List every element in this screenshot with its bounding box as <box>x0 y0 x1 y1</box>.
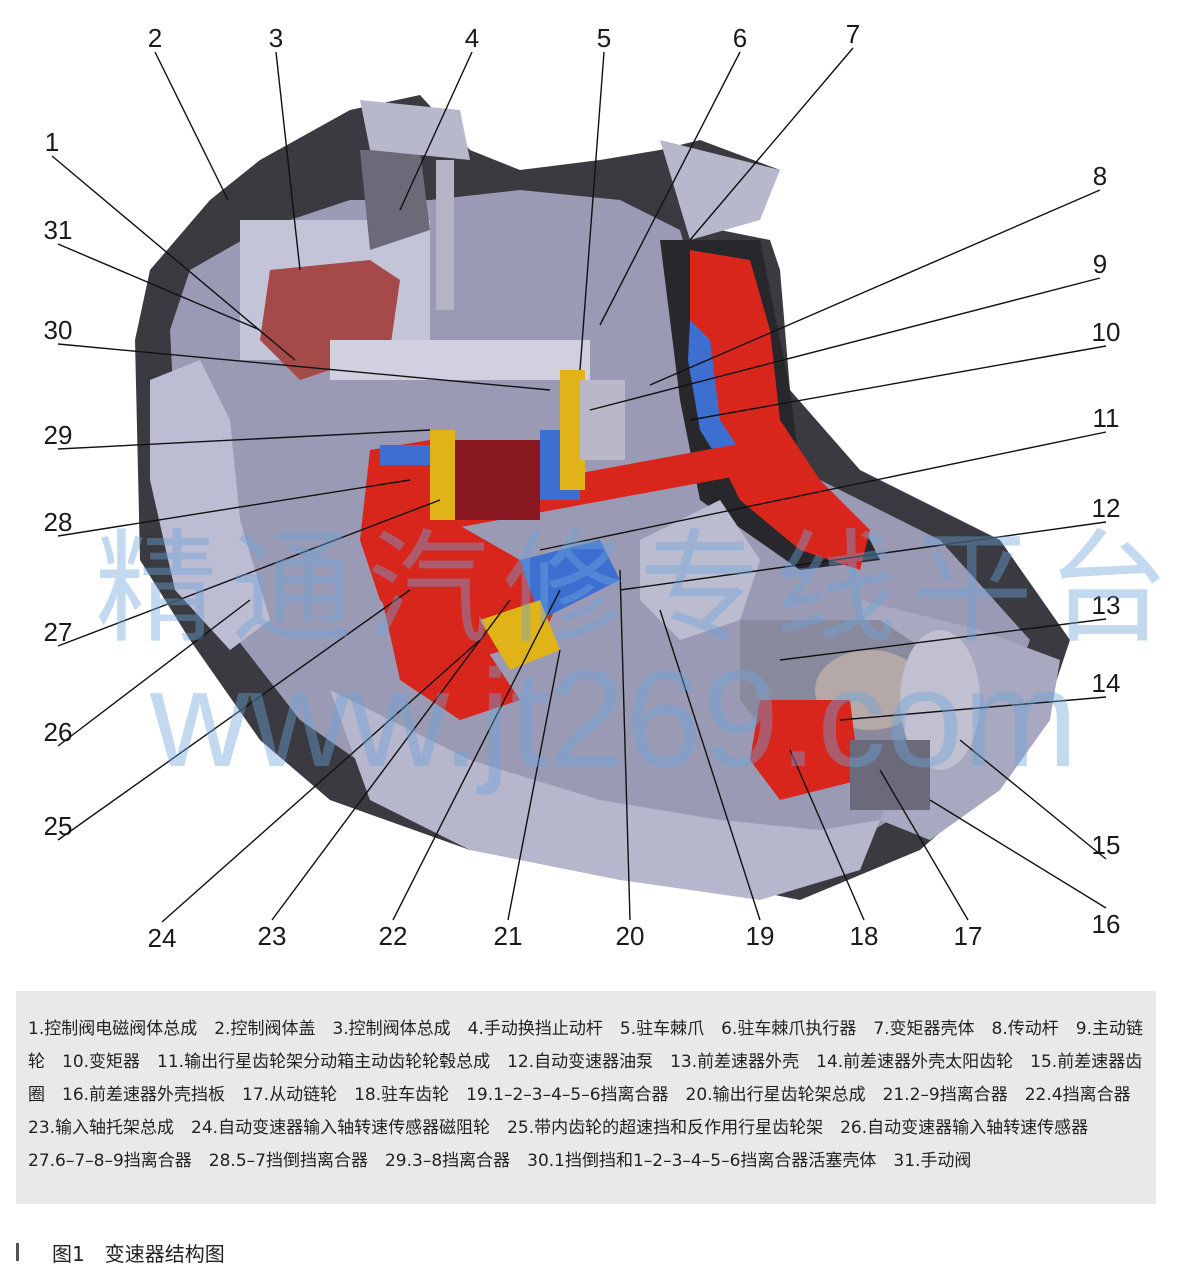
callout-20: 20 <box>615 921 645 951</box>
legend-text: 1.控制阀电磁阀体总成 2.控制阀体盖 3.控制阀体总成 4.手动换挡止动杆 5… <box>28 1019 1148 1171</box>
callout-2: 2 <box>147 23 163 53</box>
leader-line-27 <box>57 499 441 647</box>
callout-13: 13 <box>1091 590 1121 620</box>
leader-line-30 <box>57 343 551 391</box>
ring-gear <box>900 630 980 770</box>
callout-22: 22 <box>378 921 408 951</box>
callout-30: 30 <box>43 315 73 345</box>
leader-line-24 <box>161 639 481 923</box>
reaction-ring <box>380 590 520 720</box>
callout-18: 18 <box>849 921 879 951</box>
leader-line-29 <box>57 429 431 450</box>
callout-5: 5 <box>596 23 612 53</box>
leader-line-4 <box>399 51 473 211</box>
callout-19: 19 <box>745 921 775 951</box>
clutch-yellow-a <box>430 430 455 520</box>
leader-line-5 <box>579 51 605 371</box>
clutch-gray <box>580 380 625 460</box>
callout-11: 11 <box>1092 403 1120 433</box>
callout-17: 17 <box>953 921 983 951</box>
leader-line-10 <box>689 345 1107 421</box>
callout-21: 21 <box>493 921 523 951</box>
legend-panel: 1.控制阀电磁阀体总成 2.控制阀体盖 3.控制阀体总成 4.手动换挡止动杆 5… <box>16 991 1156 1204</box>
callout-23: 23 <box>257 921 287 951</box>
leader-line-31 <box>57 243 261 331</box>
callout-9: 9 <box>1092 249 1108 279</box>
callout-14: 14 <box>1091 668 1121 698</box>
callout-24: 24 <box>147 923 177 953</box>
clutch-dark <box>440 440 540 520</box>
converter-blue-ring <box>688 320 740 470</box>
leader-line-20 <box>619 569 631 921</box>
leader-line-9 <box>589 277 1101 411</box>
leader-line-8 <box>649 189 1101 386</box>
manual-shaft <box>436 160 454 310</box>
callout-25: 25 <box>43 811 73 841</box>
planetary-blue <box>520 540 620 620</box>
leader-line-26 <box>57 599 251 747</box>
leader-line-18 <box>789 749 865 921</box>
callout-28: 28 <box>43 507 73 537</box>
planetary-yellow <box>480 600 560 670</box>
leader-line-3 <box>275 51 301 271</box>
leader-line-15 <box>959 739 1107 860</box>
leader-line-19 <box>659 609 761 921</box>
callout-7: 7 <box>845 19 861 49</box>
leader-line-14 <box>839 696 1107 721</box>
caption-marker <box>16 1243 19 1261</box>
leader-line-23 <box>271 599 511 921</box>
chain-sprocket <box>850 740 930 810</box>
leader-line-6 <box>599 51 741 326</box>
leader-line-13 <box>779 618 1107 661</box>
clutch-blue-a <box>380 445 440 465</box>
callout-8: 8 <box>1092 161 1108 191</box>
leader-line-7 <box>689 47 854 241</box>
callout-1: 1 <box>44 127 60 157</box>
callout-4: 4 <box>464 23 480 53</box>
sun-gear-red <box>750 700 860 800</box>
callout-29: 29 <box>43 420 73 450</box>
bottom-housing <box>330 690 880 900</box>
leader-line-28 <box>57 479 411 537</box>
leader-line-2 <box>154 51 229 201</box>
callout-12: 12 <box>1091 493 1121 523</box>
callout-3: 3 <box>268 23 284 53</box>
callout-26: 26 <box>43 717 73 747</box>
right-bracket <box>660 140 780 240</box>
left-cover <box>150 360 270 650</box>
leader-line-17 <box>879 769 969 921</box>
callout-10: 10 <box>1091 317 1121 347</box>
leader-line-11 <box>539 431 1107 551</box>
callout-6: 6 <box>732 23 748 53</box>
leader-line-16 <box>929 799 1107 909</box>
transmission-illustration <box>135 95 1070 900</box>
top-bracket <box>360 100 470 160</box>
manual-lever <box>360 150 430 250</box>
figure-caption: 图1 变速器结构图 <box>52 1242 225 1266</box>
chain-drive <box>640 500 760 640</box>
leader-line-12 <box>619 521 1107 591</box>
callout-31: 31 <box>43 215 73 245</box>
leader-line-21 <box>507 649 561 921</box>
leader-line-1 <box>51 155 296 361</box>
leader-line-25 <box>57 589 411 841</box>
callout-leader-lines <box>51 47 1107 923</box>
leader-line-22 <box>392 589 561 921</box>
callout-27: 27 <box>43 617 73 647</box>
callout-15: 15 <box>1091 830 1121 860</box>
callout-16: 16 <box>1091 909 1121 939</box>
